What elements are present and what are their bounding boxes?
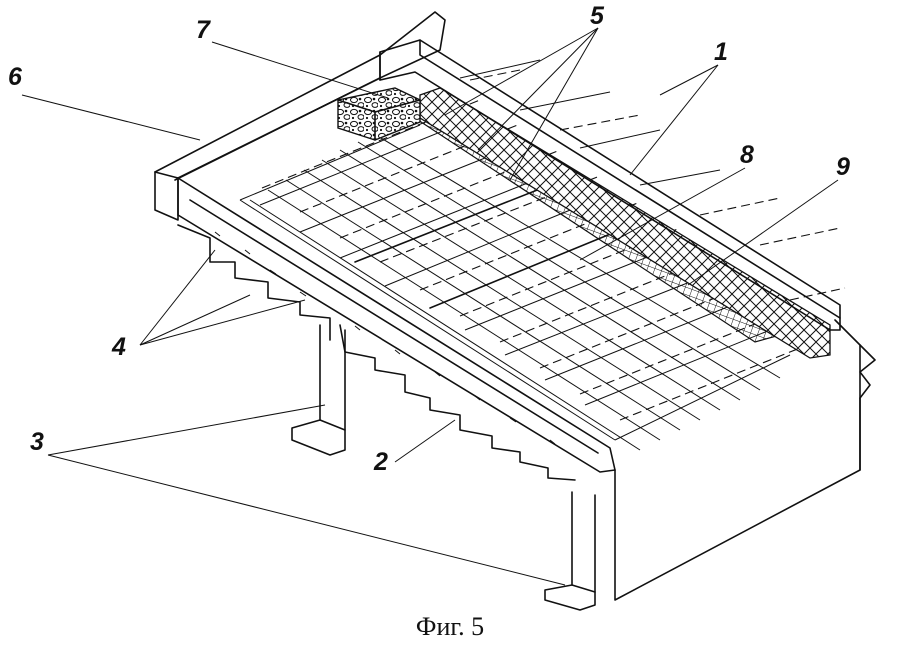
callout-6: 6 (8, 63, 23, 91)
deck-slab (239, 124, 876, 601)
reinforcement-grid (249, 119, 781, 451)
callout-5: 5 (590, 2, 605, 30)
gravel-block (337, 87, 421, 141)
crosshatch-block (419, 87, 831, 359)
callout-3: 3 (30, 428, 44, 456)
far-beam (379, 39, 841, 331)
near-edge-beam (154, 11, 616, 473)
callout-1: 1 (714, 38, 728, 66)
callout-7: 7 (196, 16, 211, 44)
callout-8: 8 (740, 141, 754, 169)
support-column-right (544, 491, 596, 611)
support-column-left (291, 324, 346, 456)
notched-blocks (177, 224, 576, 481)
callout-labels: 6 7 5 1 8 9 4 3 2 (8, 2, 850, 476)
figure-caption: Фиг. 5 (415, 612, 485, 641)
leader-lines (21, 27, 839, 586)
callout-2: 2 (373, 448, 388, 476)
callout-9: 9 (836, 153, 850, 181)
callout-4: 4 (111, 333, 126, 361)
